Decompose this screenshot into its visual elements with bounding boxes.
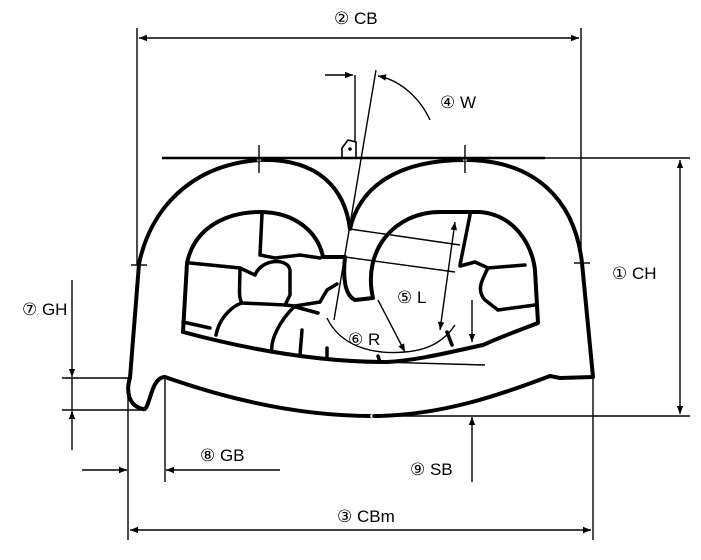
dimension-ch: ① CH [372, 157, 690, 417]
label-r: ⑥ R [348, 330, 380, 349]
cell-walls [181, 212, 537, 364]
label-cbm: ③ CBm [337, 507, 395, 526]
dimension-sb: ⑨ SB [410, 300, 476, 482]
dimension-w: ④ W [325, 71, 476, 121]
reference-lines [131, 69, 590, 366]
dimension-gh: ⑦ GH [22, 280, 145, 450]
dimension-cbm: ③ CBm [130, 378, 594, 540]
label-sb: ⑨ SB [410, 460, 453, 479]
outer-contour [126, 157, 595, 418]
profile-body [126, 157, 595, 418]
dimension-r: ⑥ R [348, 299, 406, 353]
dimension-l: ⑤ L [397, 221, 458, 331]
dimension-cb: ② CB [136, 9, 582, 265]
label-l: ⑤ L [397, 288, 426, 307]
label-gb: ⑧ GB [200, 446, 245, 465]
label-gh: ⑦ GH [22, 300, 67, 319]
dimension-gb: ⑧ GB [82, 378, 280, 540]
label-ch: ① CH [612, 264, 657, 283]
label-w: ④ W [440, 93, 476, 112]
label-cb: ② CB [334, 9, 378, 28]
